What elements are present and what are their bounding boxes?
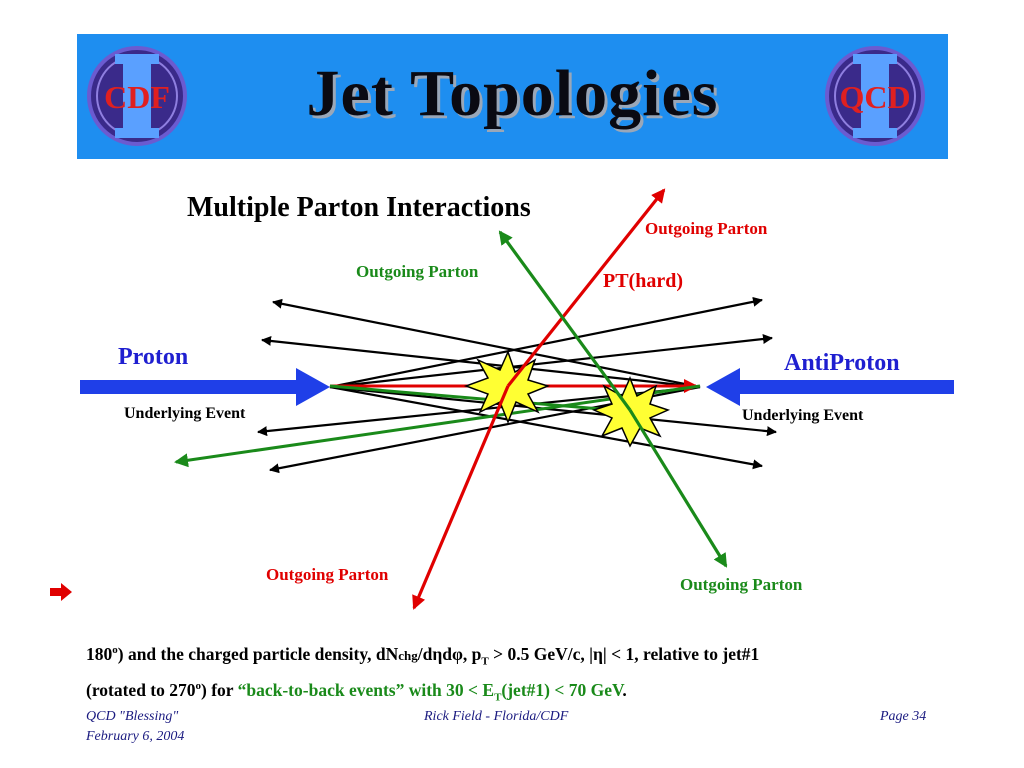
qcd-logo: QCD	[825, 46, 925, 146]
proton-beam	[80, 368, 330, 406]
label-pt-hard: PT(hard)	[603, 270, 683, 292]
green-outgoing-parton-top	[498, 230, 632, 411]
label-outgoing-green-top: Outgoing Parton	[356, 262, 479, 281]
label-underlying-event-left: Underlying Event	[124, 405, 246, 422]
label-outgoing-red-top: Outgoing Parton	[645, 219, 768, 238]
label-outgoing-red-bottom: Outgoing Parton	[266, 565, 389, 584]
description-text: 180o) and the charged particle density, …	[86, 638, 986, 711]
description-line-2: (rotated to 270o) for “back-to-back even…	[86, 680, 627, 704]
green-beam-track	[329, 384, 637, 414]
footer-left: QCD "Blessing" February 6, 2004	[86, 707, 184, 747]
svg-text:CDF: CDF	[104, 79, 170, 115]
antiproton-beam	[706, 368, 954, 406]
label-underlying-event-right: Underlying Event	[742, 407, 864, 424]
cdf-logo: CDF	[87, 46, 187, 146]
red-outgoing-parton-top	[506, 188, 666, 387]
footer-page-number: Page 34	[880, 709, 927, 724]
footer-event: QCD "Blessing"	[86, 709, 179, 724]
footer-date: February 6, 2004	[86, 729, 185, 744]
label-antiproton: AntiProton	[784, 350, 900, 376]
green-outgoing-parton-bottom	[628, 409, 728, 568]
title-banner: CDF Jet Topologies QCD	[77, 34, 948, 159]
red-outgoing-parton-bottom	[412, 385, 510, 610]
label-outgoing-green-bottom: Outgoing Parton	[680, 575, 803, 594]
diagram-heading: Multiple Parton Interactions	[187, 192, 531, 223]
description-line-1: 180o) and the charged particle density, …	[86, 643, 760, 668]
svg-text:QCD: QCD	[839, 79, 910, 115]
bullet-arrow-icon	[50, 583, 72, 601]
footer-author: Rick Field - Florida/CDF	[424, 709, 569, 724]
label-proton: Proton	[118, 344, 189, 370]
page-title: Jet Topologies	[306, 57, 719, 130]
